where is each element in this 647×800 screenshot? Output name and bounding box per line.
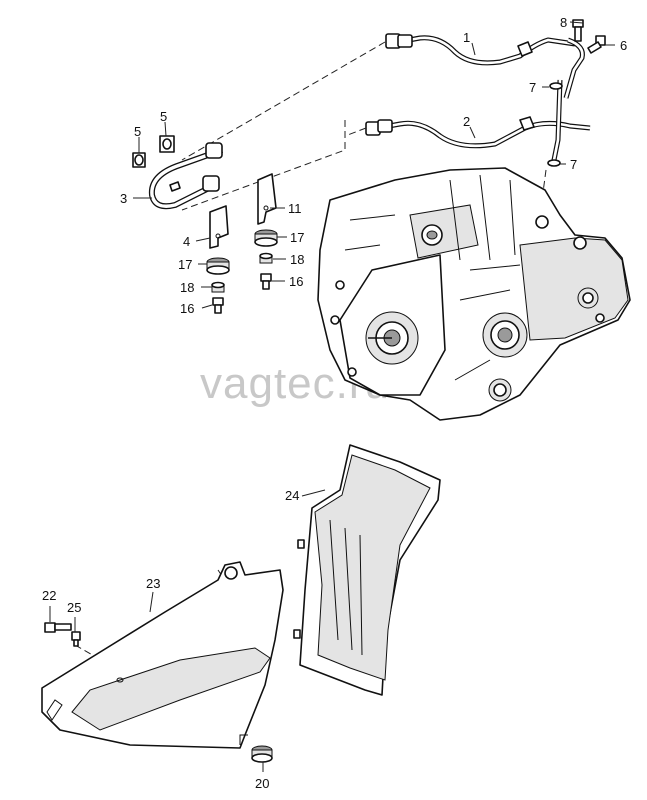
bolt-16-left (212, 297, 224, 314)
callout-labels: 1 2 3 4 5 5 6 7 7 8 11 16 16 17 17 18 18… (42, 15, 627, 791)
callout-18-left: 18 (180, 280, 194, 295)
callout-23: 23 (146, 576, 160, 591)
rubber-mount-17-left (206, 257, 230, 275)
callout-6: 6 (620, 38, 627, 53)
oil-cooler-line-1 (385, 33, 585, 99)
clip-5-left (132, 152, 146, 168)
bracket-4 (209, 205, 229, 249)
callout-5-right: 5 (160, 109, 167, 124)
bolt-22 (44, 622, 72, 633)
projection-line (344, 127, 367, 137)
callout-24: 24 (285, 488, 299, 503)
callout-17-right: 17 (290, 230, 304, 245)
callout-4: 4 (183, 234, 190, 249)
callout-17-left: 17 (178, 257, 192, 272)
callout-7-lower: 7 (570, 157, 577, 172)
bolt-16-right (260, 273, 272, 290)
washer-18-left (211, 281, 225, 293)
callout-16-right: 16 (289, 274, 303, 289)
washer-18-right (259, 252, 273, 264)
bolt-8 (572, 19, 584, 42)
callout-5-left: 5 (134, 124, 141, 139)
transmission-housing (317, 167, 631, 421)
callout-1: 1 (463, 30, 470, 45)
rubber-mount-17-right (254, 229, 278, 247)
oil-cooler-line-2 (365, 79, 591, 161)
bolt-6 (587, 35, 606, 54)
callout-7-upper: 7 (529, 80, 536, 95)
callout-3: 3 (120, 191, 127, 206)
shield-23 (41, 561, 284, 749)
line-bracket-assembly-3 (148, 142, 224, 210)
projection-line (181, 120, 346, 211)
seal-ring-7-lower (547, 159, 561, 167)
callout-20: 20 (255, 776, 269, 791)
callout-leaders (49, 21, 615, 772)
bracket-11 (257, 173, 277, 225)
seal-ring-7-upper (549, 82, 563, 90)
callout-18-right: 18 (290, 252, 304, 267)
callout-16-left: 16 (180, 301, 194, 316)
callout-2: 2 (463, 114, 470, 129)
cover-24 (293, 444, 441, 696)
callout-8: 8 (560, 15, 567, 30)
clip-25 (71, 631, 81, 647)
projection-line (181, 41, 386, 161)
callout-22: 22 (42, 588, 56, 603)
nut-20 (251, 745, 273, 763)
callout-25: 25 (67, 600, 81, 615)
clip-5-right (159, 135, 175, 153)
callout-11: 11 (288, 201, 302, 216)
